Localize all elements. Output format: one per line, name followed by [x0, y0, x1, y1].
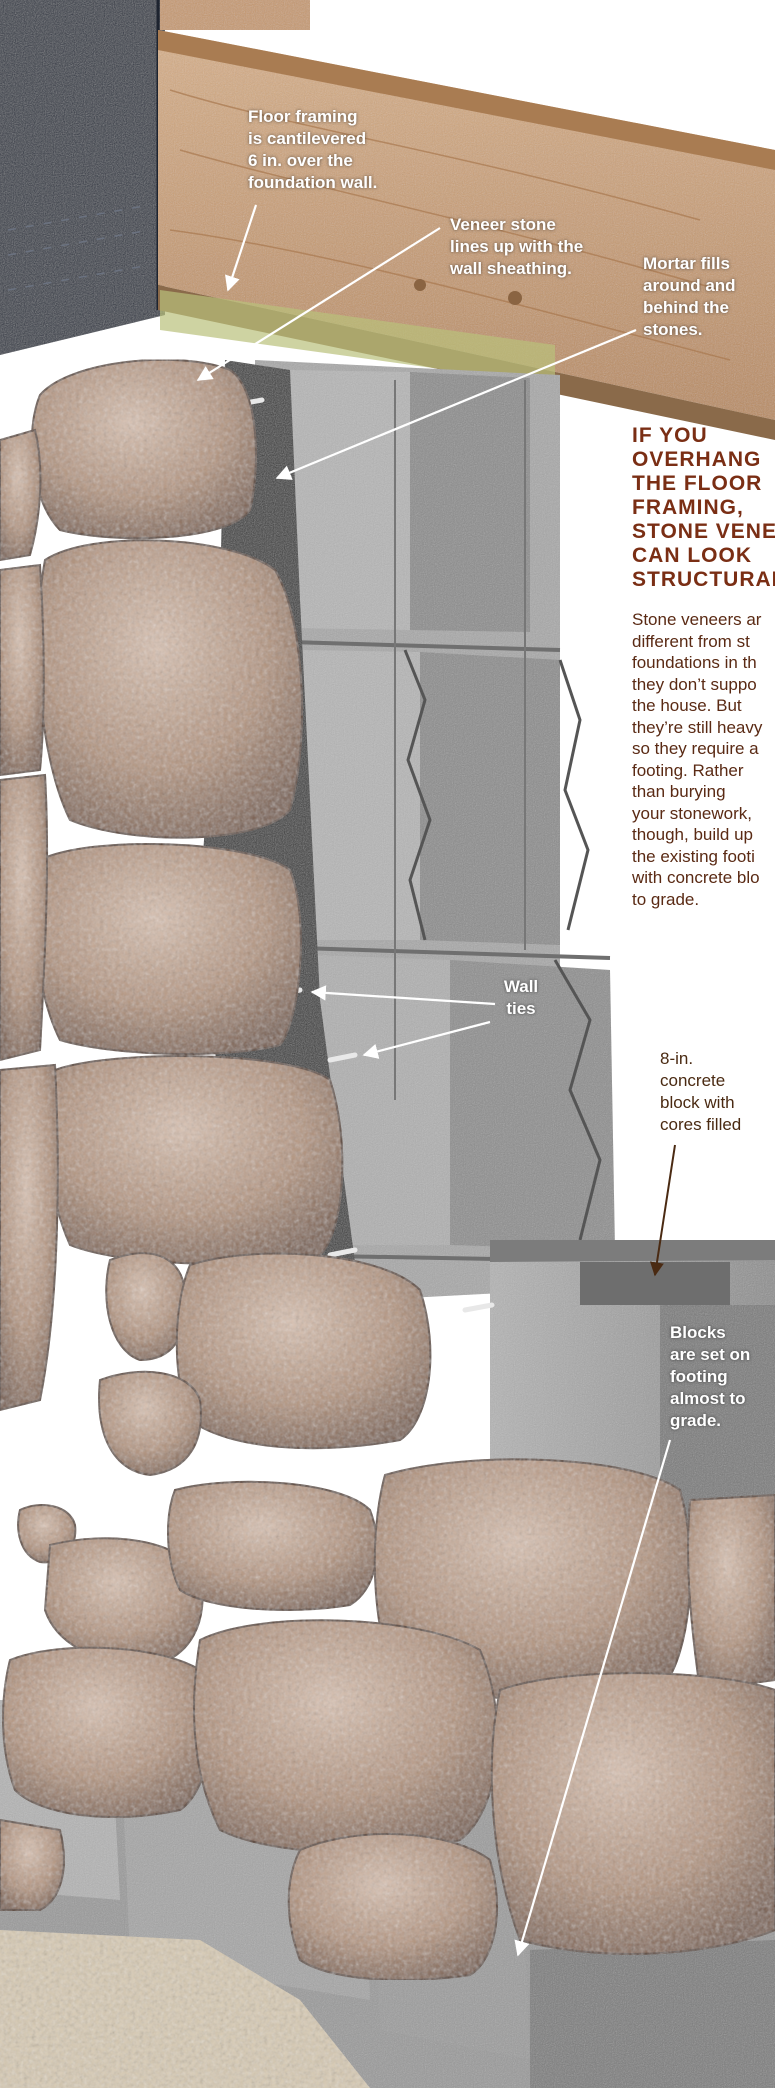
body-line: than burying	[632, 781, 762, 803]
label-line: almost to	[670, 1388, 750, 1410]
body-line: they’re still heavy	[632, 717, 762, 739]
headline-line: FRAMING,	[632, 496, 775, 520]
label-blocks-set: Blocks are set on footing almost to grad…	[670, 1322, 750, 1432]
label-mortar: Mortar fills around and behind the stone…	[643, 253, 736, 341]
label-floor-framing: Floor framing is cantilevered 6 in. over…	[248, 106, 377, 194]
body-line: the house. But	[632, 695, 762, 717]
label-line: wall sheathing.	[450, 258, 583, 280]
label-line: 6 in. over the	[248, 150, 377, 172]
headline-line: IF YOU	[632, 424, 775, 448]
label-line: foundation wall.	[248, 172, 377, 194]
body-line: though, build up	[632, 824, 762, 846]
body-line: to grade.	[632, 889, 762, 911]
label-line: ties	[496, 998, 546, 1020]
label-concrete-block: 8-in. concrete block with cores filled	[660, 1048, 741, 1136]
body-line: different from st	[632, 631, 762, 653]
headline-line: STRUCTURAL	[632, 568, 775, 592]
body-line: the existing footi	[632, 846, 762, 868]
body-line: footing. Rather	[632, 760, 762, 782]
label-line: lines up with the	[450, 236, 583, 258]
label-wall-ties: Wall ties	[496, 976, 546, 1020]
body-line: foundations in th	[632, 652, 762, 674]
label-line: grade.	[670, 1410, 750, 1432]
label-line: concrete	[660, 1070, 741, 1092]
label-line: Veneer stone	[450, 214, 583, 236]
label-line: Mortar fills	[643, 253, 736, 275]
headline-line: OVERHANG	[632, 448, 775, 472]
headline-line: STONE VENE	[632, 520, 775, 544]
body-line: your stonework,	[632, 803, 762, 825]
sidebar-headline: IF YOU OVERHANG THE FLOOR FRAMING, STONE…	[632, 424, 775, 592]
headline-line: THE FLOOR	[632, 472, 775, 496]
label-line: 8-in.	[660, 1048, 741, 1070]
wall-sheathing	[0, 0, 165, 355]
label-line: Floor framing	[248, 106, 377, 128]
label-line: block with	[660, 1092, 741, 1114]
sidebar-body: Stone veneers ar different from st found…	[632, 609, 762, 910]
body-line: they don’t suppo	[632, 674, 762, 696]
body-line: with concrete blo	[632, 867, 762, 889]
label-line: around and	[643, 275, 736, 297]
label-line: behind the	[643, 297, 736, 319]
label-line: stones.	[643, 319, 736, 341]
label-line: is cantilevered	[248, 128, 377, 150]
headline-line: CAN LOOK	[632, 544, 775, 568]
body-line: so they require a	[632, 738, 762, 760]
body-line: Stone veneers ar	[632, 609, 762, 631]
label-line: cores filled	[660, 1114, 741, 1136]
label-veneer-stone: Veneer stone lines up with the wall shea…	[450, 214, 583, 280]
label-line: footing	[670, 1366, 750, 1388]
label-line: are set on	[670, 1344, 750, 1366]
label-line: Wall	[496, 976, 546, 998]
label-line: Blocks	[670, 1322, 750, 1344]
